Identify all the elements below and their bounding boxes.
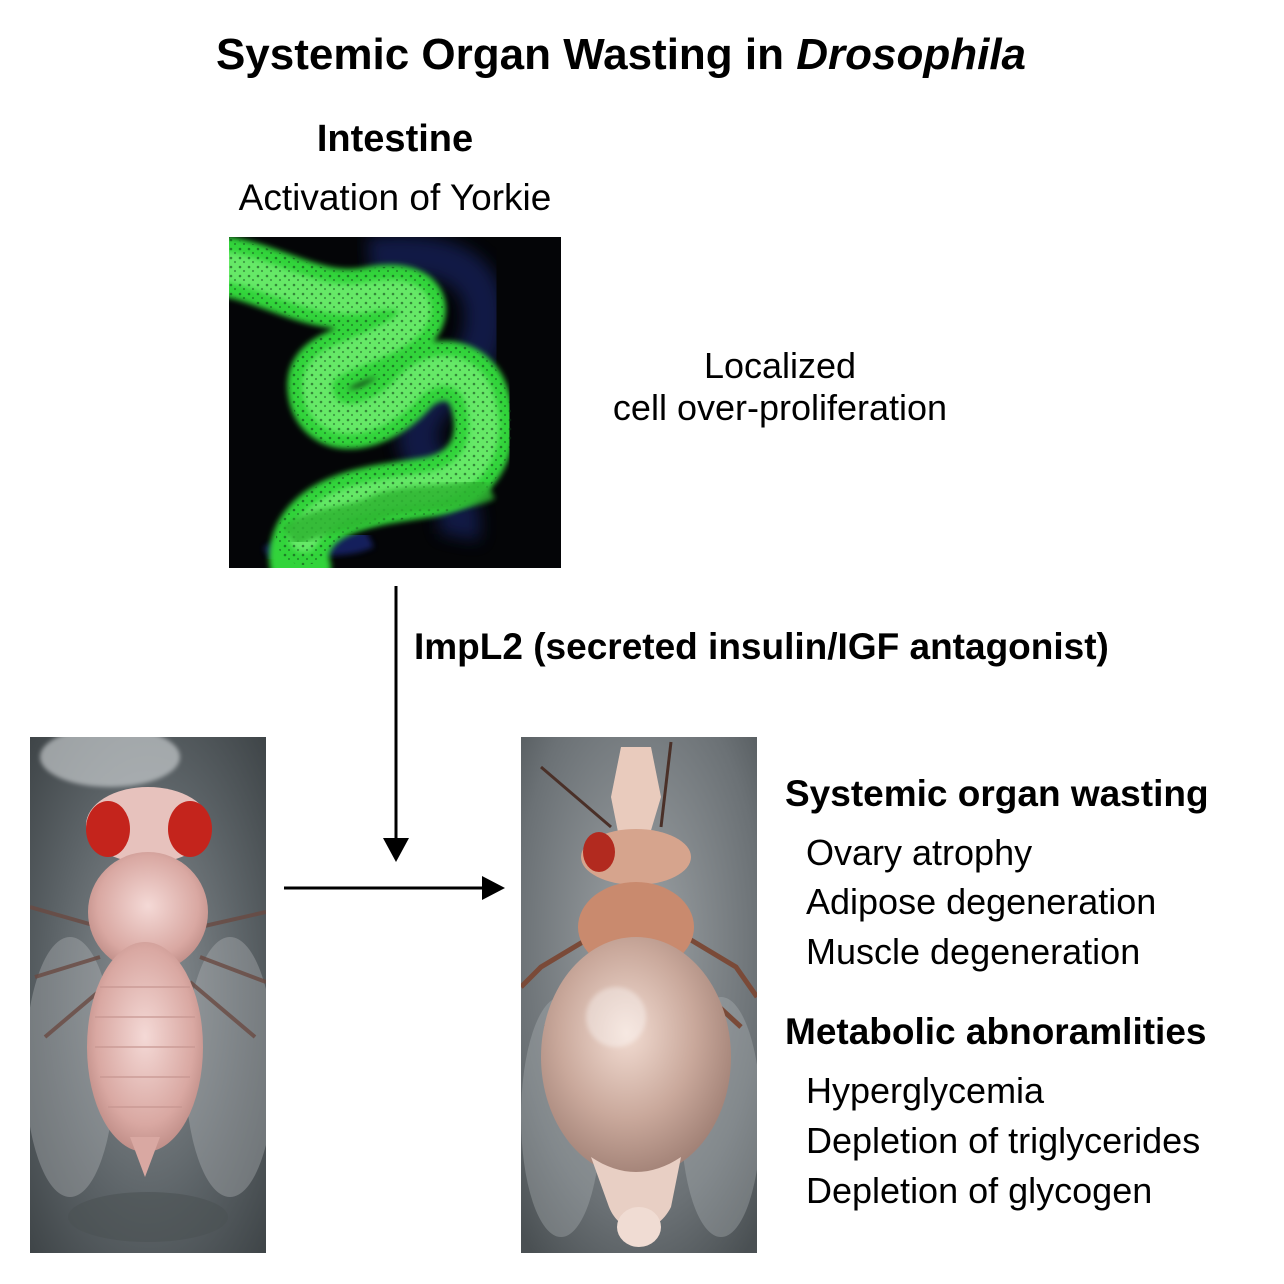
section-heading-metabolic: Metabolic abnoramlities (785, 1011, 1207, 1052)
intestine-heading: Intestine (316, 118, 474, 160)
localized-line-1: Localized (703, 345, 857, 386)
localized-line-2: cell over-proliferation (612, 387, 948, 428)
intestine-subheading: Activation of Yorkie (238, 177, 552, 218)
title-prefix: Systemic Organ Wasting in (215, 30, 797, 79)
figure-title: Systemic Organ Wasting in Drosophila (0, 30, 1242, 80)
title-italic: Drosophila (796, 30, 1027, 79)
list-item: Muscle degeneration (806, 931, 1141, 972)
list-item: Hyperglycemia (806, 1070, 1045, 1111)
horizontal-arrow (284, 876, 505, 900)
vertical-arrow (383, 586, 409, 862)
localized-proliferation-label: Localized cell over-proliferation (560, 345, 1000, 429)
normal-fly-photo (30, 737, 266, 1253)
list-item: Depletion of triglycerides (806, 1120, 1201, 1161)
intestine-fluorescence-image (229, 237, 561, 568)
wasted-fly-photo (521, 737, 757, 1253)
section-heading-organ-wasting: Systemic organ wasting (785, 773, 1209, 814)
list-item: Ovary atrophy (806, 832, 1033, 873)
impl2-signal-label: ImpL2 (secreted insulin/IGF antagonist) (414, 626, 1109, 667)
list-item: Adipose degeneration (806, 881, 1157, 922)
list-item: Depletion of glycogen (806, 1170, 1153, 1211)
